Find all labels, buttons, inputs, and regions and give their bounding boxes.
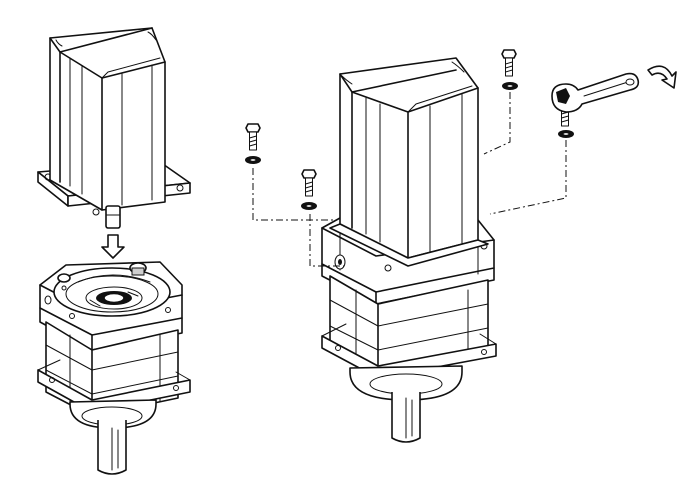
bolt-1 <box>245 123 261 151</box>
motor-right <box>329 57 489 267</box>
washer-1 <box>245 156 261 164</box>
bolt-3 <box>501 49 517 77</box>
right-panel <box>245 49 677 443</box>
bolt-2 <box>301 169 317 197</box>
washer-3 <box>502 82 518 90</box>
left-panel <box>37 27 191 475</box>
motor-left <box>37 27 191 229</box>
assembly-guide-lines <box>252 92 567 267</box>
down-arrow-icon <box>101 234 125 259</box>
rotation-arrow-icon <box>647 65 677 89</box>
washer-4 <box>558 130 574 138</box>
gearbox-left <box>37 261 191 475</box>
wrench-icon <box>551 72 640 113</box>
washer-2 <box>301 202 317 210</box>
